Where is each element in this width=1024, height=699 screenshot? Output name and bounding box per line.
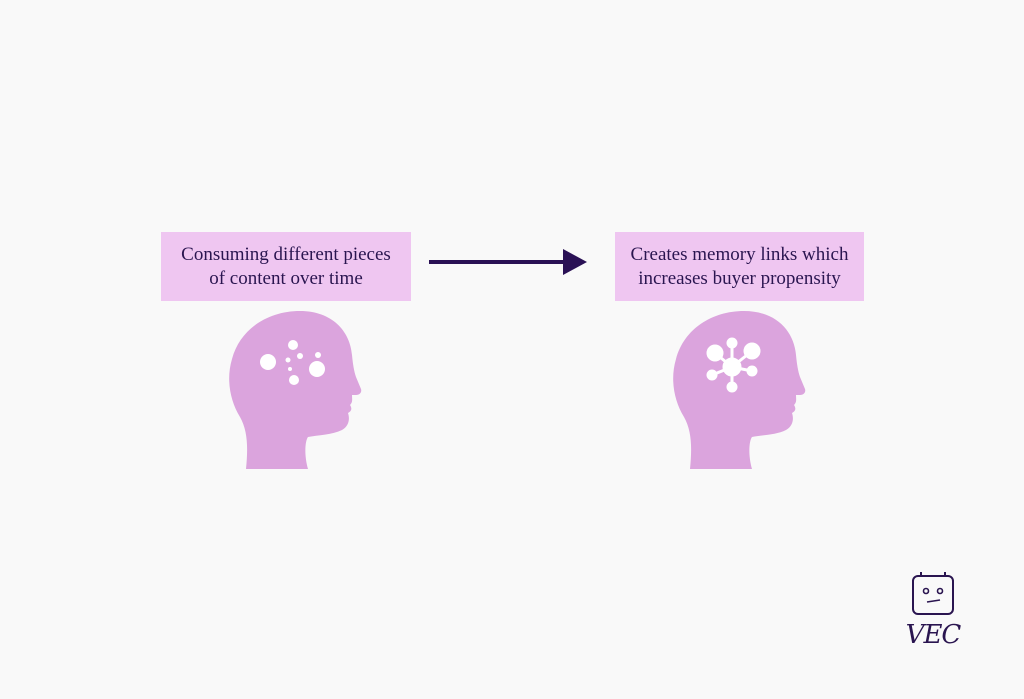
head-network-nodes-icon [673, 311, 806, 469]
arrow-right-icon [429, 249, 587, 275]
robot-face-icon [912, 572, 954, 615]
head-scattered-dots-icon [229, 311, 362, 469]
left-label-box: Consuming different pieces of content ov… [161, 232, 411, 301]
right-label-line-2: increases buyer propensity [638, 267, 841, 289]
logo-text: VEC [905, 620, 962, 650]
left-label-line-2: of content over time [209, 267, 363, 289]
head-silhouette [673, 311, 806, 469]
scattered-dots [260, 340, 325, 385]
right-label-box: Creates memory links which increases buy… [615, 232, 864, 301]
left-label-line-1: Consuming different pieces [181, 243, 391, 265]
right-label-line-1: Creates memory links which [630, 243, 849, 265]
network-nodes [706, 337, 761, 393]
head-silhouette [229, 311, 362, 469]
